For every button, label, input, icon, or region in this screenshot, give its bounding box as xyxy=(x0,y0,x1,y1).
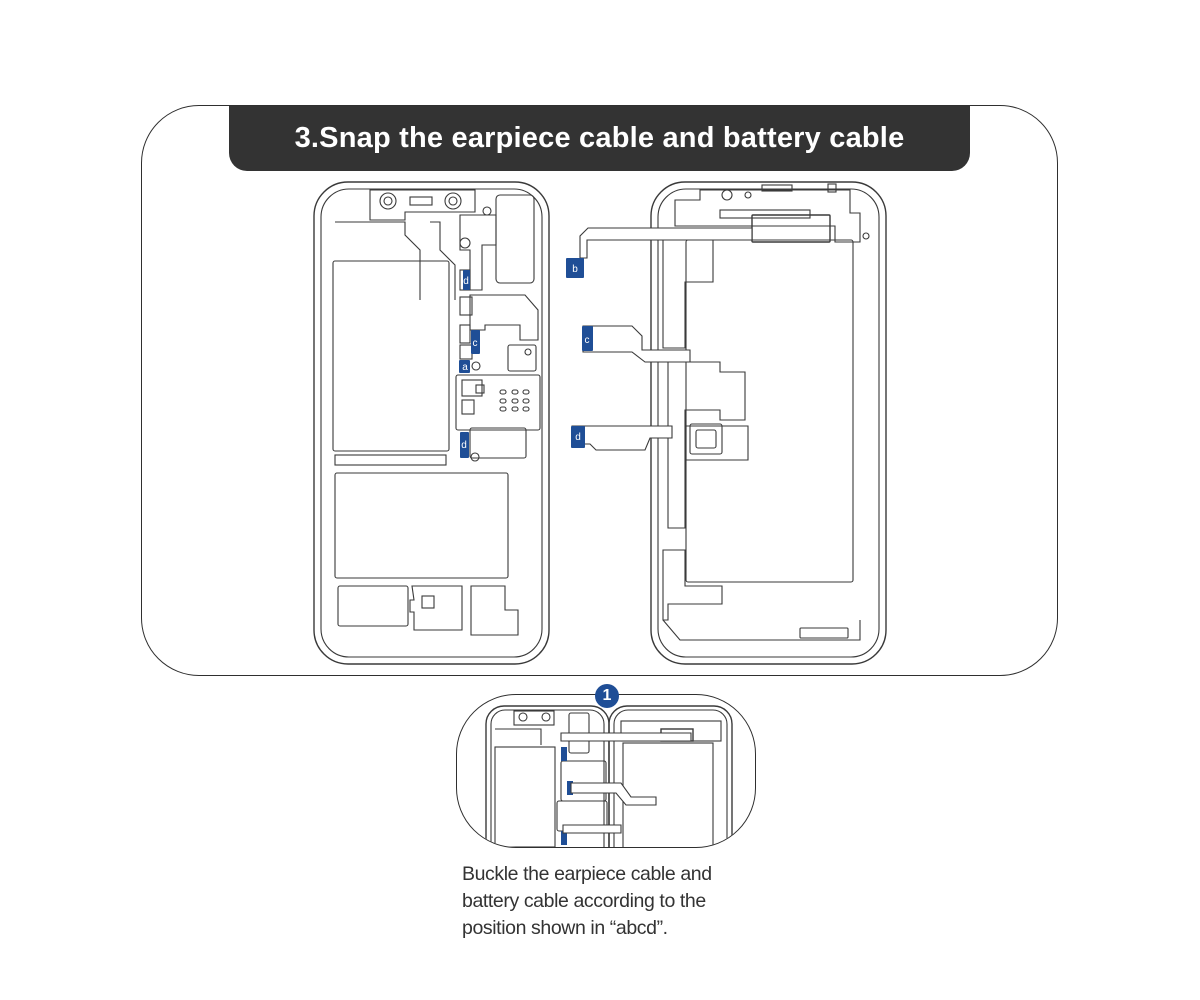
detail-view-frame xyxy=(456,694,756,848)
detail-diagram xyxy=(485,705,733,847)
marker-a-left: a xyxy=(459,360,470,373)
svg-text:d: d xyxy=(461,440,467,451)
svg-text:d: d xyxy=(463,276,469,287)
svg-text:b: b xyxy=(572,264,578,275)
svg-text:c: c xyxy=(473,338,478,349)
marker-c-left: c xyxy=(471,330,480,354)
marker-c-right: c xyxy=(582,326,593,351)
svg-text:d: d xyxy=(575,432,581,443)
svg-text:c: c xyxy=(585,335,590,346)
marker-d-lower: d xyxy=(460,432,469,458)
step-number-badge: 1 xyxy=(595,684,619,708)
instruction-text: Buckle the earpiece cable and battery ca… xyxy=(462,863,712,939)
left-phone-internals xyxy=(332,189,541,636)
marker-b: b xyxy=(566,258,584,278)
marker-d-upper: d xyxy=(463,270,470,290)
right-phone-internals xyxy=(571,183,870,641)
step-frame xyxy=(141,105,1058,676)
svg-text:a: a xyxy=(462,362,468,373)
right-phone-housing xyxy=(650,181,887,665)
title-banner: 3.Snap the earpiece cable and battery ca… xyxy=(229,106,970,171)
step-title: 3.Snap the earpiece cable and battery ca… xyxy=(294,122,905,154)
left-phone-housing xyxy=(313,181,550,665)
marker-d-right: d xyxy=(571,426,585,448)
